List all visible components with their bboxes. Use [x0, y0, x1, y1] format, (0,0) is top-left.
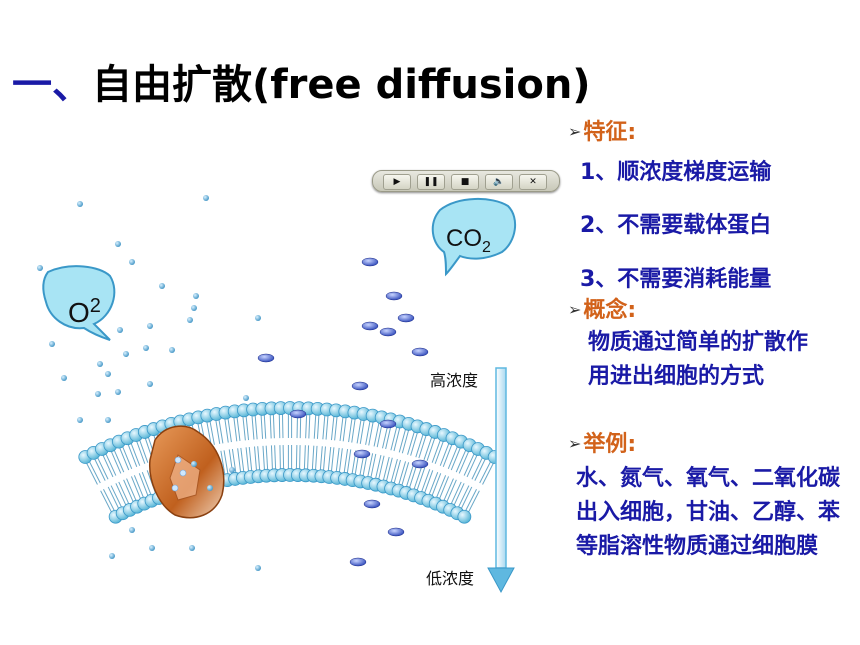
- co2-molecule: [353, 449, 371, 459]
- oxygen-molecule: [229, 467, 235, 473]
- oxygen-molecule: [123, 351, 129, 357]
- co2-bubble: CO2: [431, 197, 517, 277]
- page-title: 一、自由扩散(free diffusion): [12, 52, 591, 110]
- oxygen-molecule: [169, 347, 175, 353]
- oxygen-molecule: [147, 381, 153, 387]
- oxygen-molecule: [49, 341, 55, 347]
- o2-superscript: 2: [90, 295, 101, 317]
- bullet-arrow-icon: ➢: [568, 122, 582, 141]
- svg-text:CO2: CO2: [446, 225, 491, 256]
- examples-text: 水、氮气、氧气、二氧化碳出入细胞，甘油、乙醇、苯等脂溶性物质通过细胞膜: [576, 466, 841, 559]
- oxygen-molecule: [143, 345, 149, 351]
- close-button[interactable]: ✕: [519, 174, 547, 190]
- stop-icon: ■: [460, 177, 470, 187]
- oxygen-molecule: [207, 485, 213, 491]
- oxygen-molecule: [77, 201, 83, 207]
- co2-molecule: [361, 321, 379, 331]
- oxygen-molecule: [109, 553, 115, 559]
- pause-icon: ❚❚: [423, 177, 439, 187]
- features-heading: ➢特征:: [568, 120, 637, 145]
- oxygen-molecule: [149, 545, 155, 551]
- stop-button[interactable]: ■: [451, 174, 479, 190]
- feature-item: 1、顺浓度梯度运输: [580, 160, 772, 185]
- oxygen-molecules: [37, 195, 261, 571]
- title-text: 自由扩散(free diffusion): [92, 62, 591, 108]
- co2-molecule: [411, 459, 429, 469]
- oxygen-molecule: [255, 315, 261, 321]
- title-prefix: 一、: [12, 62, 92, 108]
- oxygen-molecule: [129, 259, 135, 265]
- lipid-heads: [78, 401, 502, 524]
- media-player-bar: ▶ ❚❚ ■ 🔈 ✕: [372, 170, 560, 192]
- oxygen-molecule: [115, 241, 121, 247]
- oxygen-molecule: [189, 545, 195, 551]
- co2-molecule: [351, 381, 369, 391]
- play-icon: ▶: [393, 177, 401, 187]
- oxygen-molecule: [191, 461, 197, 467]
- oxygen-molecule: [105, 417, 111, 423]
- oxygen-molecule: [255, 565, 261, 571]
- co2-molecule: [361, 257, 379, 267]
- co2-molecule: [397, 313, 415, 323]
- oxygen-molecule: [159, 283, 165, 289]
- oxygen-molecule: [105, 371, 111, 377]
- diffusion-diagram: O2 CO2 高浓度 低浓度: [37, 195, 517, 594]
- co2-molecule: [385, 291, 403, 301]
- oxygen-molecule: [203, 195, 209, 201]
- oxygen-molecule: [243, 395, 249, 401]
- concept-text: 物质通过简单的扩散作用进出细胞的方式: [588, 330, 809, 389]
- o2-label: O: [68, 297, 90, 328]
- oxygen-molecule: [37, 265, 43, 271]
- oxygen-molecule: [147, 323, 153, 329]
- oxygen-molecule: [117, 327, 123, 333]
- co2-molecule: [387, 527, 405, 537]
- oxygen-molecule: [193, 293, 199, 299]
- close-icon: ✕: [529, 177, 537, 187]
- oxygen-molecule: [187, 317, 193, 323]
- co2-molecule: [257, 353, 275, 363]
- co2-subscript: 2: [482, 239, 491, 256]
- co2-molecule: [289, 409, 307, 419]
- volume-icon: 🔈: [493, 177, 505, 187]
- feature-item: 2、不需要载体蛋白: [580, 213, 772, 238]
- high-concentration-label: 高浓度: [430, 371, 478, 390]
- concentration-arrow: [487, 367, 515, 594]
- feature-item: 3、不需要消耗能量: [580, 267, 772, 292]
- oxygen-molecule: [77, 417, 83, 423]
- bullet-arrow-icon: ➢: [568, 300, 582, 319]
- oxygen-molecule: [61, 375, 67, 381]
- oxygen-molecule: [129, 527, 135, 533]
- lipid-head: [457, 509, 472, 524]
- bullet-arrow-icon: ➢: [568, 434, 582, 453]
- co2-molecule: [363, 499, 381, 509]
- oxygen-molecule: [97, 361, 103, 367]
- co2-molecule: [349, 557, 367, 567]
- oxygen-molecule: [191, 305, 197, 311]
- low-concentration-label: 低浓度: [426, 569, 474, 588]
- co2-label: CO: [446, 225, 482, 252]
- o2-bubble: O2: [42, 265, 116, 341]
- co2-molecules: [257, 257, 429, 567]
- co2-molecule: [379, 327, 397, 337]
- oxygen-molecule: [115, 389, 121, 395]
- play-button[interactable]: ▶: [383, 174, 411, 190]
- concept-heading: ➢概念:: [568, 298, 637, 323]
- oxygen-molecule: [95, 391, 101, 397]
- co2-molecule: [411, 347, 429, 357]
- pause-button[interactable]: ❚❚: [417, 174, 445, 190]
- examples-heading: ➢举例:: [568, 432, 637, 457]
- svg-text:O2: O2: [68, 295, 101, 328]
- co2-molecule: [379, 419, 397, 429]
- volume-button[interactable]: 🔈: [485, 174, 513, 190]
